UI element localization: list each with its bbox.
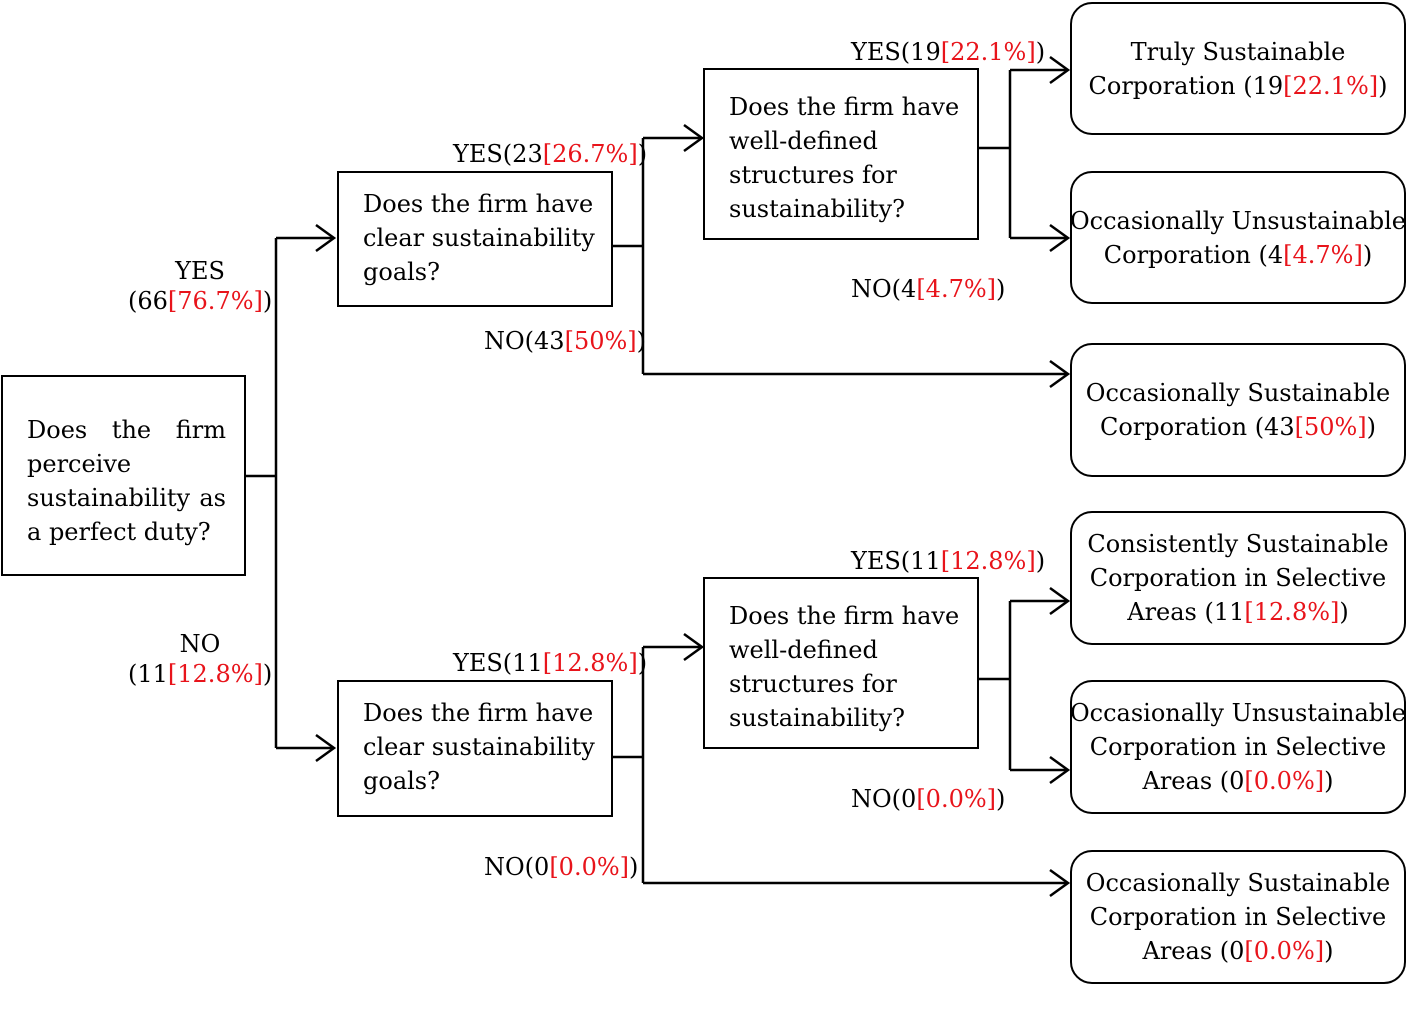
connector-goals-bottom-trunk — [612, 647, 645, 883]
structures-question-line: sustainability? — [729, 704, 905, 732]
root-question-line: sustainability as — [27, 484, 226, 512]
arrow-head-root-yes — [315, 223, 337, 253]
arrow-head-goals-bottom-no — [1049, 868, 1071, 898]
root-yes-label: YES (66[76.7%]) — [128, 257, 273, 315]
root-no-label: NO (11[12.8%]) — [128, 630, 273, 688]
arrow-head-root-no — [315, 733, 337, 763]
goals-question-line: goals? — [363, 258, 440, 286]
connector-root-trunk — [246, 238, 278, 748]
structures-question-line: sustainability? — [729, 195, 905, 223]
root-question-line: perceive — [27, 450, 132, 478]
arrow-head-structures-top-yes — [1049, 55, 1071, 85]
arrow-head-goals-top-yes — [683, 123, 705, 153]
goals-question-line: Does the firm have — [363, 190, 594, 218]
structures-bottom-yes-label: YES(11[12.8%]) — [851, 547, 1046, 575]
root-question-line: a perfect duty? — [27, 518, 211, 546]
structures-bottom-no-label: NO(0[0.0%]) — [851, 785, 1006, 813]
structures-question-box-top: Does the firm have well-defined structur… — [703, 68, 979, 240]
structures-question-line: Does the firm have — [729, 602, 960, 630]
goals-question-box-top: Does the firm have clear sustainability … — [337, 171, 613, 307]
goals-bottom-yes-label: YES(11[12.8%]) — [453, 649, 648, 677]
arrow-head-goals-bottom-yes — [683, 632, 705, 662]
structures-question-line: well-defined — [729, 636, 878, 664]
goals-top-yes-label: YES(23[26.7%]) — [453, 140, 648, 168]
goals-question-line: clear sustainability — [363, 224, 595, 252]
structures-question-line: Does the firm have — [729, 93, 960, 121]
goals-bottom-no-label: NO(0[0.0%]) — [484, 853, 639, 881]
outcome-consistently-sustainable-selective: Consistently Sustainable Corporation in … — [1070, 511, 1406, 645]
arrow-head-structures-bottom-yes — [1049, 586, 1071, 616]
outcome-occasionally-unsustainable-selective: Occasionally Unsustainable Corporation i… — [1070, 680, 1406, 814]
connector-goals-top-trunk — [612, 138, 645, 374]
outcome-occasionally-sustainable: Occasionally Sustainable Corporation (43… — [1070, 343, 1406, 477]
root-question-line: Does the firm — [27, 416, 226, 444]
goals-top-no-label: NO(43[50%]) — [484, 327, 647, 355]
arrow-head-structures-top-no — [1049, 223, 1071, 253]
connector-structures-top-trunk — [978, 70, 1012, 238]
outcome-occasionally-unsustainable: Occasionally Unsustainable Corporation (… — [1070, 171, 1406, 304]
outcome-truly-sustainable: Truly Sustainable Corporation (19[22.1%]… — [1070, 2, 1406, 135]
goals-question-box-bottom: Does the firm have clear sustainability … — [337, 680, 613, 817]
arrow-head-goals-top-no — [1049, 359, 1071, 389]
structures-top-no-label: NO(4[4.7%]) — [851, 275, 1006, 303]
structures-top-yes-label: YES(19[22.1%]) — [851, 38, 1046, 66]
arrow-head-structures-bottom-no — [1049, 755, 1071, 785]
structures-question-box-bottom: Does the firm have well-defined structur… — [703, 577, 979, 749]
goals-question-line: goals? — [363, 767, 440, 795]
goals-question-line: Does the firm have — [363, 699, 594, 727]
structures-question-line: structures for — [729, 670, 897, 698]
root-question-box: Does the firm perceive sustainability as… — [1, 375, 246, 576]
structures-question-line: structures for — [729, 161, 897, 189]
outcome-occasionally-sustainable-selective: Occasionally Sustainable Corporation in … — [1070, 850, 1406, 984]
connector-structures-bottom-trunk — [978, 601, 1012, 770]
structures-question-line: well-defined — [729, 127, 878, 155]
goals-question-line: clear sustainability — [363, 733, 595, 761]
